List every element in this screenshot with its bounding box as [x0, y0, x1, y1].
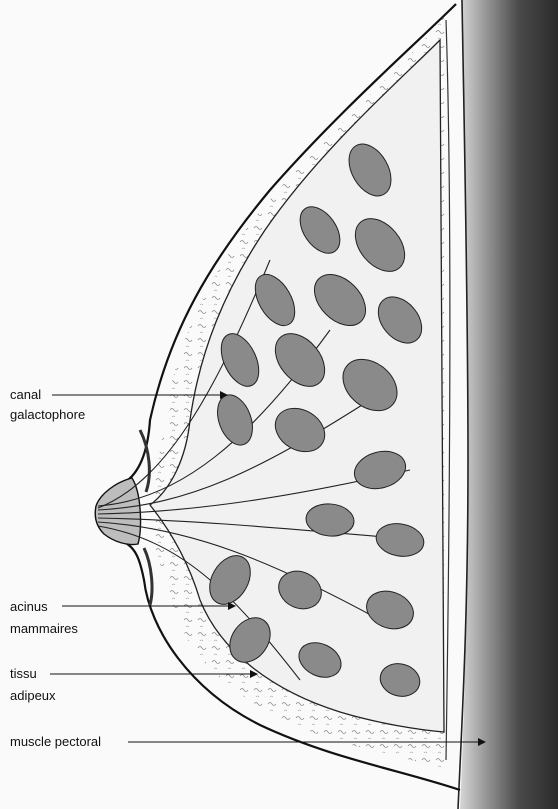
label-galactophore: galactophore: [10, 407, 85, 422]
label-muscle-pectoral: muscle pectoral: [10, 734, 101, 749]
label-canal: canal: [10, 387, 41, 402]
label-mammaires: mammaires: [10, 621, 78, 636]
label-acinus: acinus: [10, 599, 48, 614]
nipple: [95, 478, 140, 545]
label-tissu: tissu: [10, 666, 37, 681]
pectoral-muscle-region: [460, 0, 558, 809]
label-adipeux: adipeux: [10, 688, 56, 703]
